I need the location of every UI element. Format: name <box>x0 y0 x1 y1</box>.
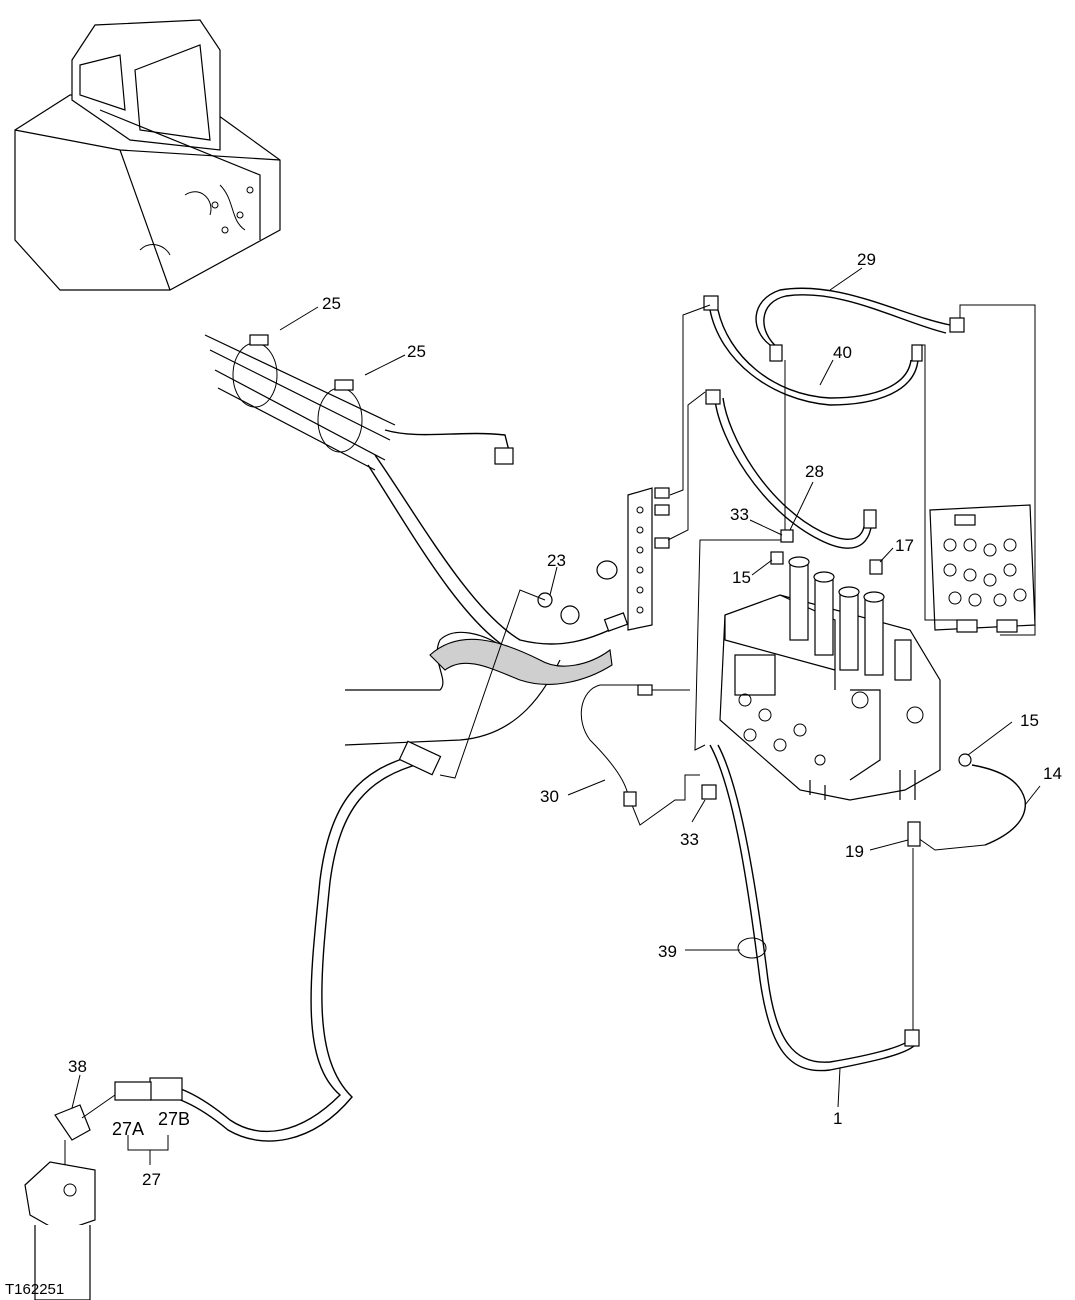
callout-40: 40 <box>833 343 852 362</box>
clamp-39 <box>737 937 767 959</box>
fitting-17 <box>869 559 883 575</box>
hose-1 <box>709 744 920 1072</box>
callout-23: 23 <box>547 551 566 570</box>
callout-17: 17 <box>895 536 914 555</box>
callout-15-right: 15 <box>1020 711 1039 730</box>
bulkhead-bracket <box>627 487 670 631</box>
pilot-valve-block <box>929 504 1036 633</box>
callout-33-top: 33 <box>730 505 749 524</box>
callout-38: 38 <box>68 1057 87 1076</box>
frame-outline <box>344 631 613 746</box>
callout-labels: 25 25 29 40 28 33 15 17 23 15 14 19 30 3… <box>5 250 1062 1298</box>
hose-28 <box>705 389 877 549</box>
pilot-tube-routing <box>580 304 1036 826</box>
harness-bundle <box>204 334 621 651</box>
leader-lines <box>71 267 1041 1165</box>
filter-housing <box>24 1094 116 1300</box>
fitting-23 <box>537 560 629 632</box>
callout-28: 28 <box>805 462 824 481</box>
callout-25-lower: 25 <box>407 342 426 361</box>
tee-fitting-19 <box>907 821 921 847</box>
hose-40 <box>703 295 923 406</box>
tube-30-connector-bottom <box>623 791 637 807</box>
callout-25-upper: 25 <box>322 294 341 313</box>
excavator-thumbnail <box>14 19 281 291</box>
figure-id: T162251 <box>5 1281 64 1298</box>
tube-14 <box>907 753 1026 1030</box>
hose-29 <box>755 287 965 362</box>
harness-connector-plug <box>494 447 514 465</box>
callout-39: 39 <box>658 942 677 961</box>
callout-29: 29 <box>857 250 876 269</box>
callout-15-top: 15 <box>732 568 751 587</box>
callout-30: 30 <box>540 787 559 806</box>
callout-27A: 27A <box>112 1119 144 1139</box>
control-valve-assembly <box>719 556 941 801</box>
callout-19: 19 <box>845 842 864 861</box>
fitting-33-bottom <box>701 784 717 800</box>
fitting-33-top <box>780 529 794 543</box>
callout-27: 27 <box>142 1170 161 1189</box>
callout-33-bottom: 33 <box>680 830 699 849</box>
callout-14: 14 <box>1043 764 1062 783</box>
hose-27 <box>114 589 546 1142</box>
callout-27B: 27B <box>158 1109 190 1129</box>
callout-1: 1 <box>833 1109 842 1128</box>
fitting-15-top <box>770 551 784 565</box>
tube-30-connector-top <box>637 684 653 696</box>
